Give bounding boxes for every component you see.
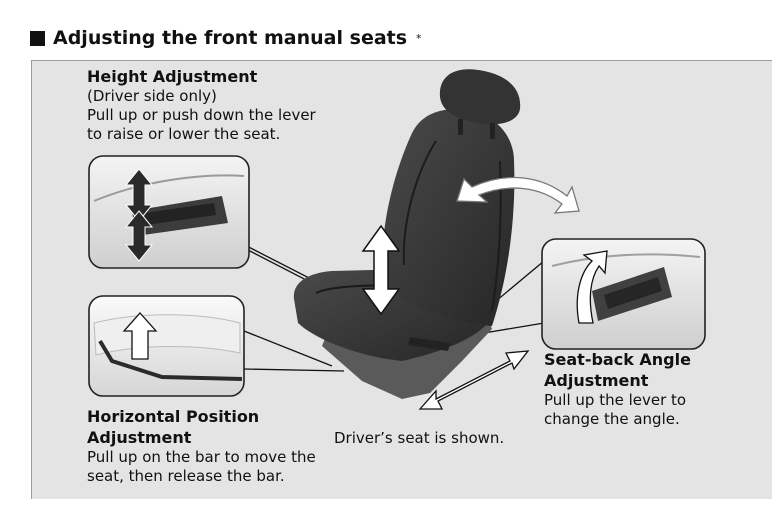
heading-bullet-square — [30, 30, 45, 46]
height-adjustment-line: to raise or lower the seat. — [87, 125, 281, 143]
driver-seat — [293, 69, 521, 399]
heading-title: Adjusting the front manual seats — [53, 27, 408, 49]
seatback-angle-line: change the angle. — [544, 410, 680, 428]
figure-caption: Driver’s seat is shown. — [334, 429, 505, 447]
inset-seatback-lever — [541, 238, 706, 350]
seatback-angle-line: Pull up the lever to — [544, 391, 687, 409]
illustration-panel: Height Adjustment (Driver side only) Pul… — [31, 60, 772, 499]
section-heading: Adjusting the front manual seats * — [30, 26, 422, 50]
height-adjustment-text: Height Adjustment (Driver side only) Pul… — [87, 66, 347, 144]
height-adjustment-title: Height Adjustment — [87, 67, 258, 86]
seatback-angle-title: Adjustment — [544, 371, 649, 390]
seatback-angle-title: Seat-back Angle — [544, 350, 691, 369]
height-adjustment-line: Pull up or push down the lever — [87, 106, 316, 124]
horizontal-adjustment-line: seat, then release the bar. — [87, 467, 285, 485]
heading-marker: * — [416, 31, 422, 45]
horizontal-adjustment-line: Pull up on the bar to move the — [87, 448, 316, 466]
inset-horizontal-bar — [88, 295, 245, 397]
seat-illustration — [88, 69, 706, 410]
height-adjustment-line: (Driver side only) — [87, 87, 217, 105]
horizontal-adjustment-title: Adjustment — [87, 428, 192, 447]
horizontal-adjustment-text: Horizontal Position Adjustment Pull up o… — [87, 406, 357, 486]
horizontal-adjustment-title: Horizontal Position — [87, 407, 260, 426]
seatback-angle-text: Seat-back Angle Adjustment Pull up the l… — [544, 349, 754, 429]
backrest-angle-arrow — [456, 176, 580, 214]
seat-height-arrow — [361, 224, 401, 316]
seat-slide-arrow — [418, 350, 530, 410]
inset-height-lever — [88, 155, 250, 269]
